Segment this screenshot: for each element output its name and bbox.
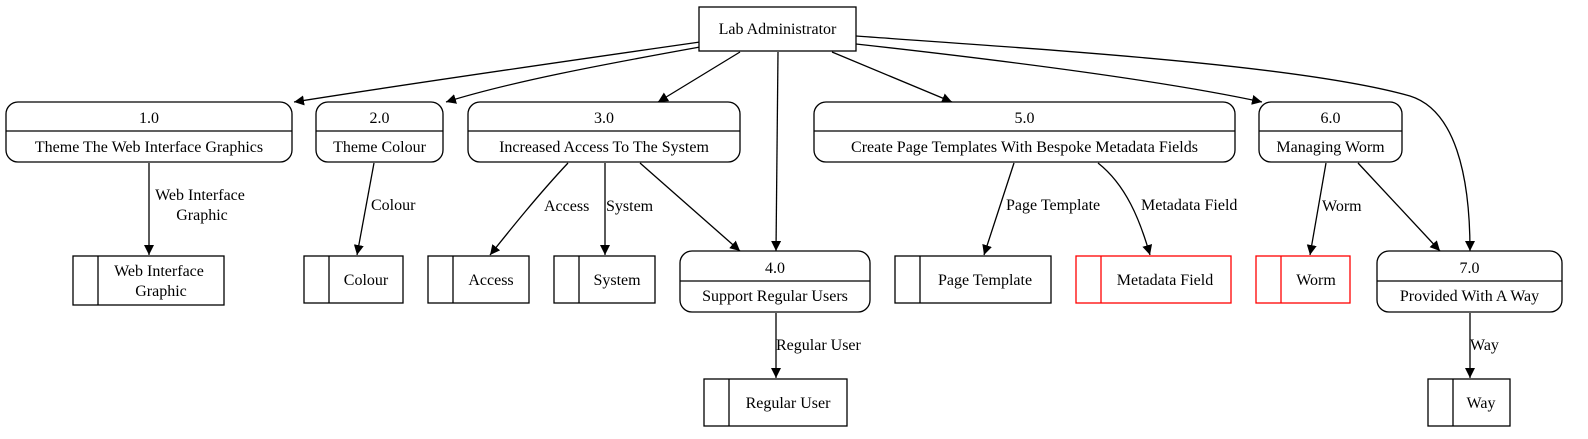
process-label: Provided With A Way: [1400, 288, 1539, 305]
edge-label-p5-s7: Metadata Field: [1141, 197, 1237, 214]
data-store-worm: Worm: [1255, 255, 1351, 304]
process-6: 6.0 Managing Worm: [1258, 101, 1403, 163]
edge-admin-to-p6: [855, 43, 1263, 105]
data-store-system: System: [553, 255, 656, 304]
edge-p5-to-metadata: [1097, 162, 1153, 256]
data-store-label: Metadata Field: [1117, 272, 1213, 289]
edge-p3-to-access: [489, 162, 569, 256]
data-store-access: Access: [427, 255, 530, 304]
data-store-label: Web Interface Graphic: [114, 263, 208, 300]
data-store-metadata-field: Metadata Field: [1075, 255, 1232, 304]
process-label: Create Page Templates With Bespoke Metad…: [851, 139, 1198, 156]
data-store-page-template: Page Template: [894, 255, 1052, 304]
edge-label-p3-s4: System: [606, 198, 654, 215]
process-3: 3.0 Increased Access To The System: [467, 101, 741, 163]
process-label: Theme Colour: [333, 139, 427, 156]
external-entity-label: Lab Administrator: [719, 21, 837, 38]
process-number: 4.0: [765, 260, 785, 277]
edge-admin-to-p7: [855, 35, 1475, 252]
edge-label-p2-s2: Colour: [371, 197, 416, 214]
process-number: 5.0: [1015, 110, 1035, 127]
edge-admin-to-p3: [657, 51, 741, 103]
process-number: 7.0: [1460, 260, 1480, 277]
process-label: Increased Access To The System: [499, 139, 709, 156]
data-store-label: System: [593, 272, 641, 289]
edge-p5-to-page-template: [982, 162, 1015, 256]
edge-label-p4-s5: Regular User: [776, 337, 862, 354]
edge-admin-to-p5: [831, 51, 953, 103]
process-number: 3.0: [594, 110, 614, 127]
process-number: 2.0: [370, 110, 390, 127]
data-store-way: Way: [1427, 378, 1511, 427]
process-number: 1.0: [139, 110, 159, 127]
data-store-label: Way: [1467, 395, 1496, 412]
edge-label-p6-s8: Worm: [1322, 198, 1362, 215]
data-store-web-interface-graphic: Web Interface Graphic: [72, 255, 225, 306]
process-1: 1.0 Theme The Web Interface Graphics: [5, 101, 293, 163]
edge-p6-to-p7: [1357, 162, 1441, 252]
process-2: 2.0 Theme Colour: [315, 101, 444, 163]
edge-p6-to-worm: [1306, 162, 1327, 256]
edge-label-p3-s3: Access: [544, 198, 589, 215]
data-store-regular-user: Regular User: [703, 378, 848, 427]
data-store-colour: Colour: [303, 255, 404, 304]
process-5: 5.0 Create Page Templates With Bespoke M…: [813, 101, 1236, 163]
data-store-label: Worm: [1296, 272, 1336, 289]
data-store-label: Page Template: [938, 272, 1032, 289]
edge-labels: Web Interface Graphic Colour Access Syst…: [155, 187, 1499, 354]
edge-admin-to-p2: [445, 46, 701, 104]
edge-p2-to-store: [353, 162, 375, 256]
process-7: 7.0 Provided With A Way: [1376, 250, 1563, 313]
edge-label-p1-s1: Web Interface Graphic: [155, 187, 249, 224]
edge-label-p5-s6: Page Template: [1006, 197, 1100, 214]
process-4: 4.0 Support Regular Users: [679, 250, 871, 313]
edge-admin-to-p1: [293, 41, 701, 106]
process-label: Theme The Web Interface Graphics: [35, 139, 263, 156]
data-store-label: Access: [468, 272, 513, 289]
edge-p3-to-p4: [639, 162, 741, 252]
process-label: Support Regular Users: [702, 288, 848, 305]
data-store-label: Regular User: [746, 395, 832, 412]
edge-label-p7-s9: Way: [1470, 337, 1499, 354]
data-store-label: Colour: [344, 272, 389, 289]
edges: [144, 35, 1475, 378]
edge-admin-to-p4: [771, 51, 782, 252]
process-label: Managing Worm: [1276, 139, 1385, 156]
external-entity-lab-administrator: Lab Administrator: [698, 6, 857, 52]
process-number: 6.0: [1321, 110, 1341, 127]
